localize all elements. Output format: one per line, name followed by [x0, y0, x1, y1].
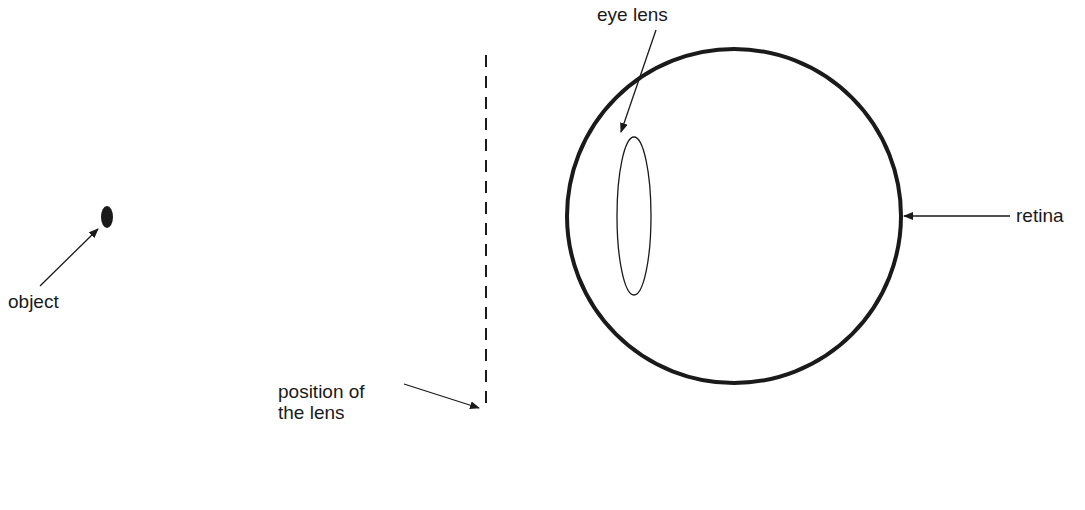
eye-lens-shape [617, 137, 651, 295]
part-label: retina [1016, 205, 1064, 226]
leader-line [904, 215, 1010, 216]
leader-line [404, 384, 479, 408]
leader-line [40, 229, 98, 286]
lens-position-line [485, 55, 487, 410]
object-dot [101, 206, 113, 228]
leader-line [621, 30, 656, 132]
part-label: position of the lens [278, 381, 390, 423]
eyeball [567, 49, 901, 383]
part-label: eye lens [597, 4, 668, 25]
part-label: object [8, 291, 59, 312]
